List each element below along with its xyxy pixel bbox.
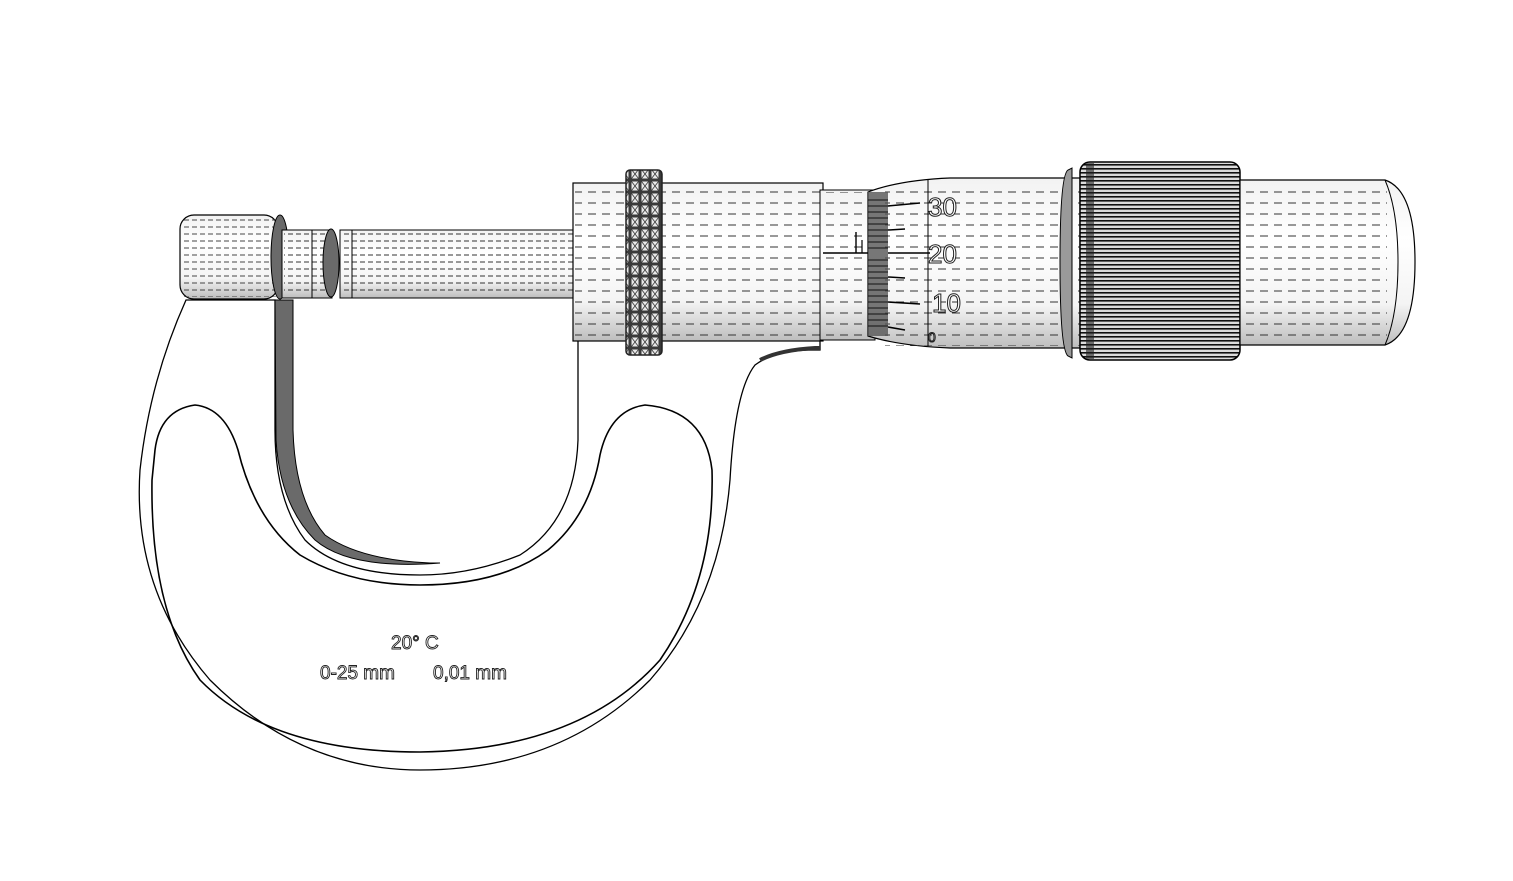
thimble-scale-label: 30 bbox=[928, 192, 958, 222]
spindle bbox=[281, 228, 577, 299]
resolution-label: 0,01 mm bbox=[433, 663, 508, 685]
sleeve bbox=[572, 182, 880, 342]
end-cap bbox=[1239, 179, 1416, 346]
ratchet-knob[interactable] bbox=[1059, 161, 1241, 361]
anvil bbox=[179, 214, 290, 300]
lock-ring[interactable] bbox=[625, 169, 663, 356]
range-label: 0-25 mm bbox=[320, 663, 396, 685]
thimble[interactable] bbox=[867, 177, 1081, 349]
thimble-scale-label: 20 bbox=[928, 239, 958, 269]
temperature-label: 20° C bbox=[391, 633, 440, 655]
frame bbox=[138, 299, 821, 771]
thimble-scale-label: 0 bbox=[928, 329, 937, 345]
thimble-scale-label: 10 bbox=[932, 288, 962, 318]
